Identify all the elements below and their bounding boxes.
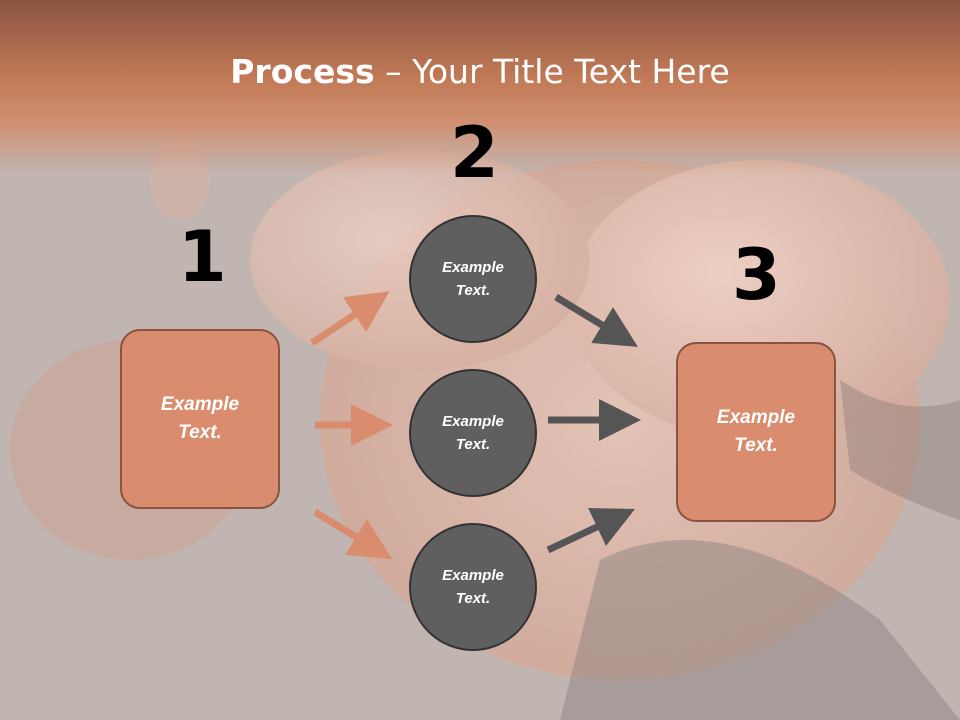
arrow-left-down [313,509,392,559]
arrow-right-up [546,507,636,554]
arrow-right-down [554,294,638,347]
circle-middle-text: Example Text. [442,412,504,453]
title-band [0,0,960,175]
circle-top-text: Example Text. [442,258,504,299]
title-rest: – Your Title Text Here [374,52,730,91]
step-3-box: Example Text. [676,342,836,522]
step-1-box: Example Text. [120,329,280,509]
circle-middle: Example Text. [409,369,537,497]
step-1-text: Example Text. [160,393,240,444]
step-number-2: 2 [450,112,499,194]
step-3-text: Example Text. [716,406,796,457]
slide-title: Process – Your Title Text Here [0,52,960,91]
step-number-3: 3 [732,234,781,316]
arrow-left-up [310,291,390,346]
circle-top: Example Text. [409,215,537,343]
step-number-1: 1 [178,216,227,298]
circle-bottom-text: Example Text. [442,566,504,607]
title-bold: Process [230,52,375,91]
circle-bottom: Example Text. [409,523,537,651]
